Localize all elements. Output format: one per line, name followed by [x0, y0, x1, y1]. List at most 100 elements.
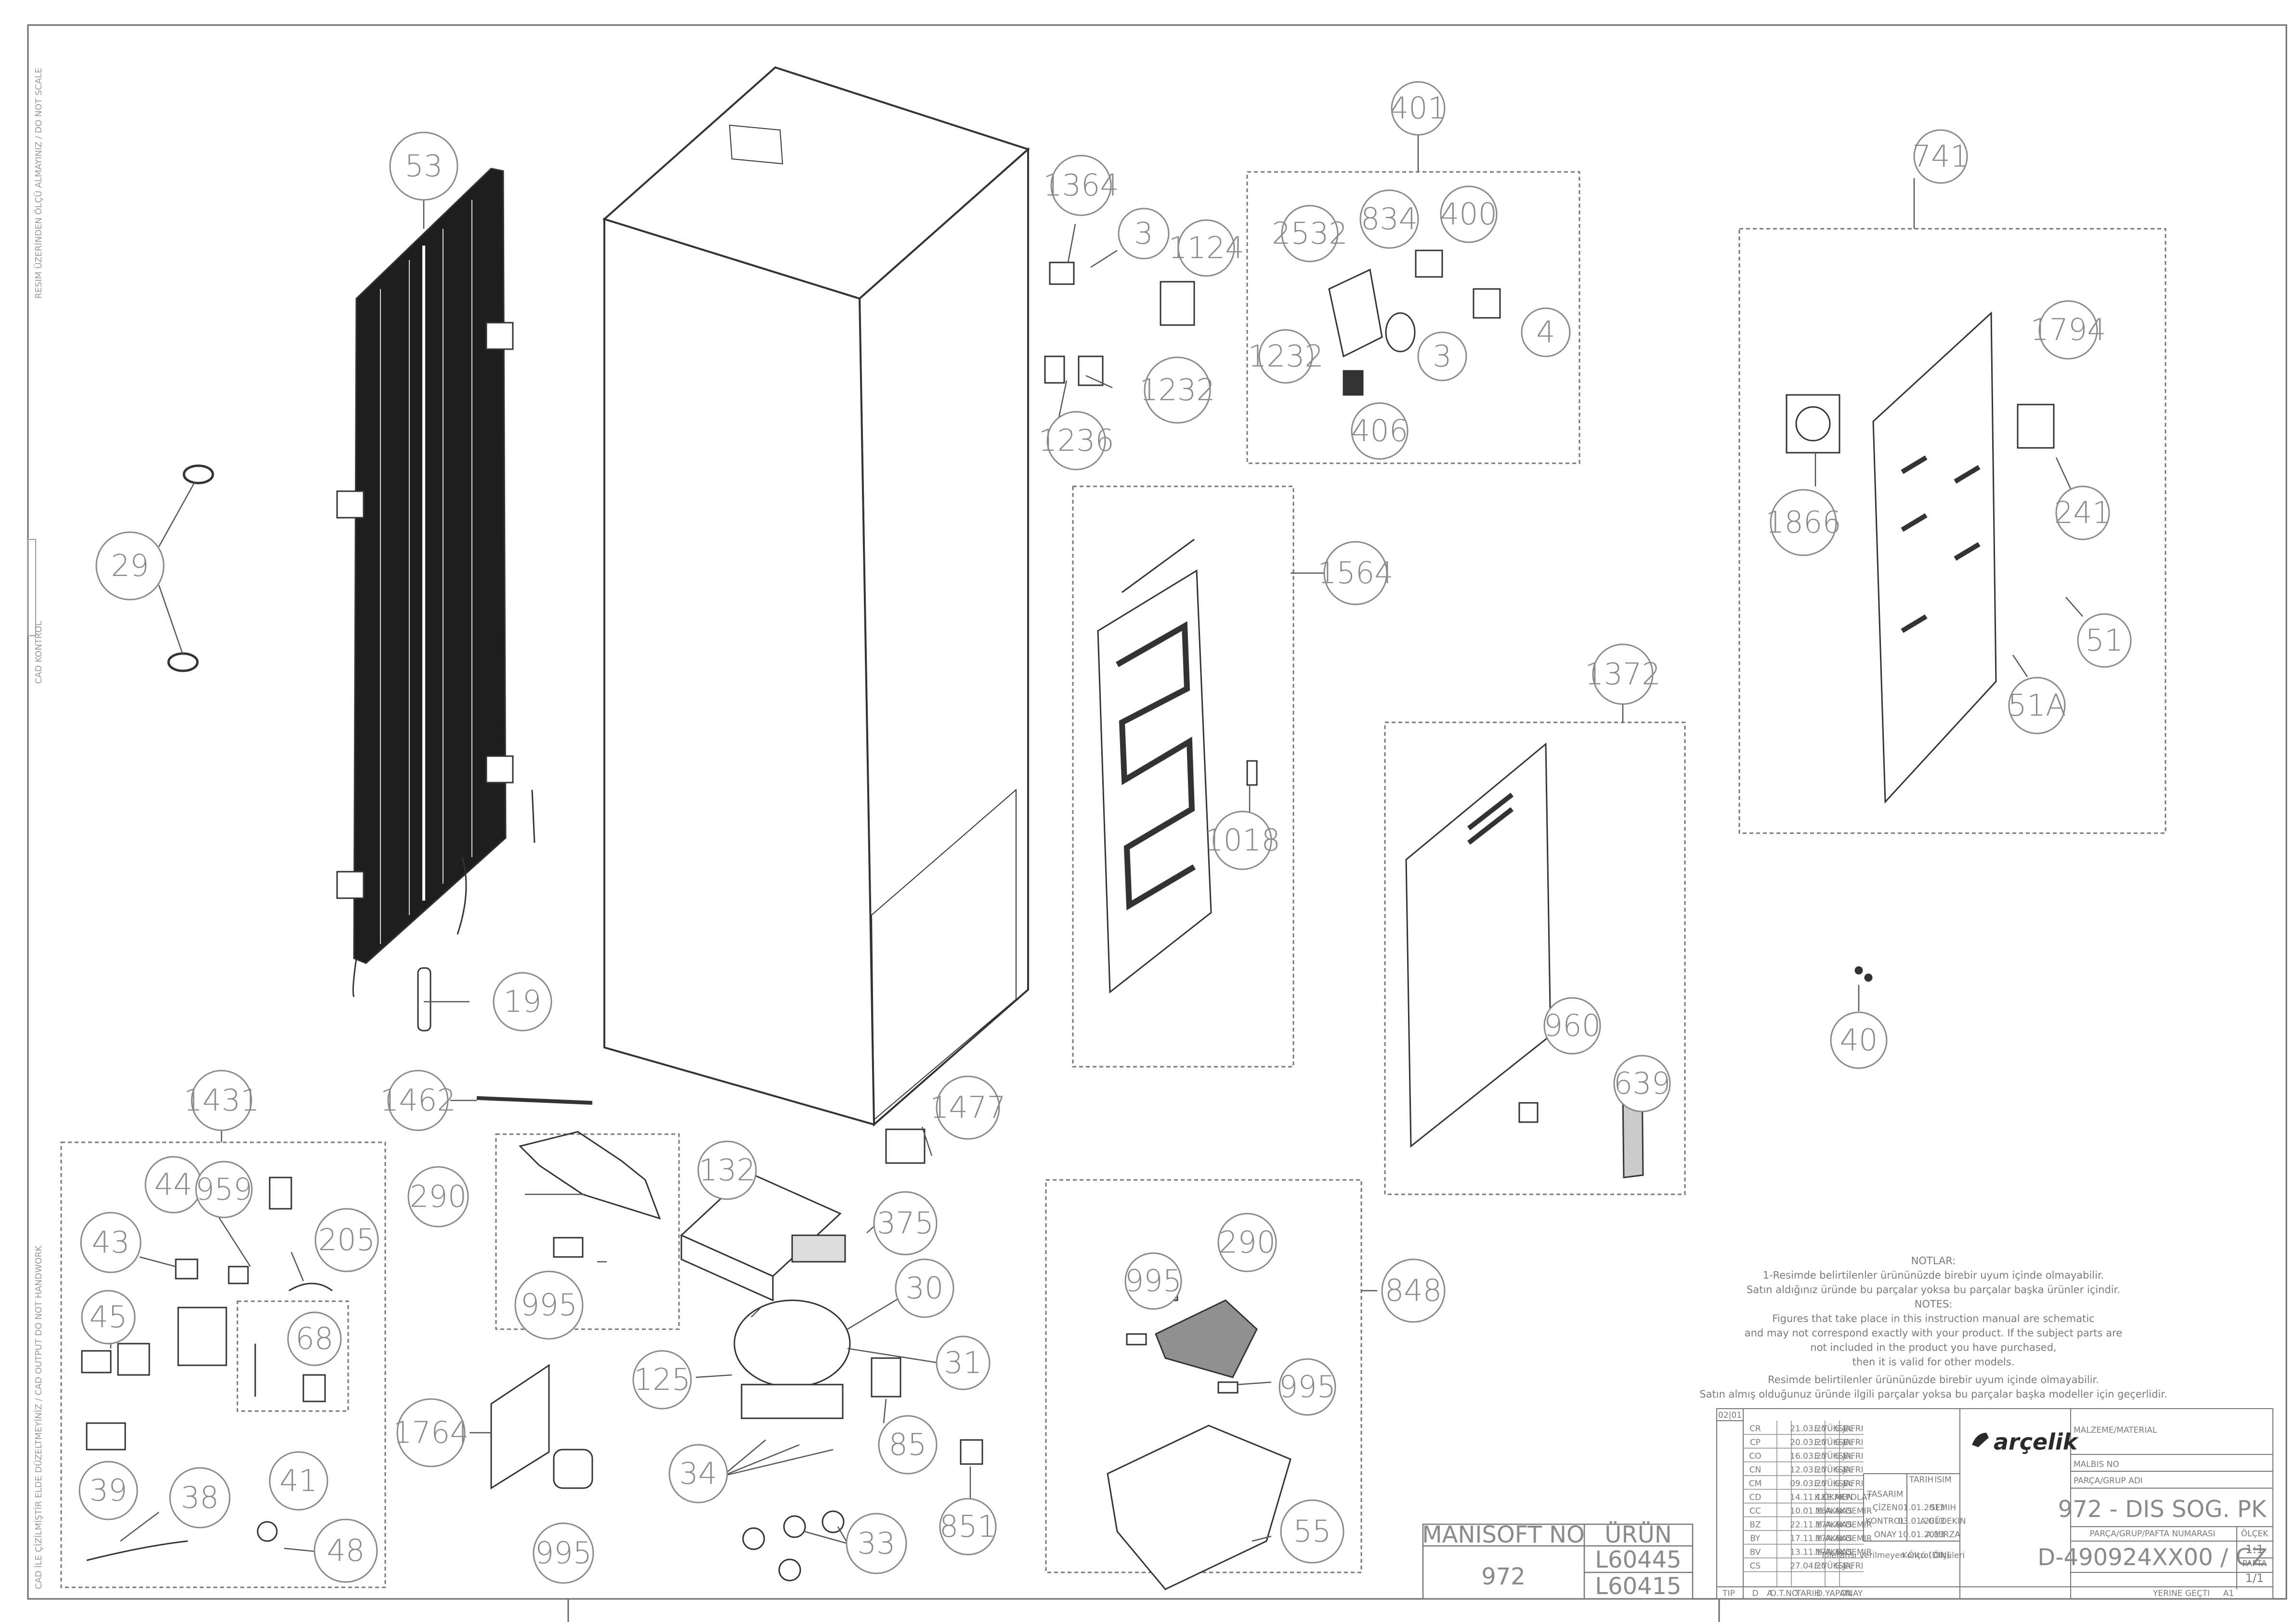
approval-name: A.GÜDEKIN [1920, 1516, 1966, 1526]
callout-circle [936, 1335, 991, 1390]
callout-label: 241 [2054, 495, 2111, 530]
side-note-bottom: CAD İLE ÇİZİLMİŞTİR ELDE DÜZELTMEYİNİZ /… [33, 1245, 44, 1589]
callout-circle [1050, 155, 1112, 216]
revision-by: E.YÜKSEL [1814, 1451, 1853, 1461]
callout-1431: 1431 [183, 1070, 260, 1131]
callout-1764: 1764 [393, 1398, 469, 1467]
revision-rev: CR [1749, 1424, 1761, 1434]
callout-label: 29 [111, 548, 149, 583]
callout-label: 85 [889, 1427, 927, 1462]
callout-circle [95, 531, 165, 601]
callout-label: 959 [196, 1172, 252, 1207]
callout-848: 848 [1381, 1258, 1446, 1323]
callout-132: 132 [697, 1140, 757, 1200]
approval-table: TARIH ISIM [1909, 1475, 1952, 1485]
revision-by: E.YÜKSEL [1814, 1465, 1853, 1475]
footer-col: ONAY [1840, 1589, 1863, 1598]
approval-role: TASARIM [1867, 1490, 1904, 1499]
heater-group-848 [1107, 1290, 1292, 1590]
revision-ok: E.AKPOLAT [1826, 1493, 1872, 1503]
manisoft-value: 972 [1481, 1563, 1526, 1590]
callout-circle [1381, 1258, 1446, 1323]
callout-circle [191, 1070, 252, 1131]
callout-circle [1144, 356, 1211, 424]
callout-label: 406 [1351, 413, 1408, 448]
callout-circle [1213, 811, 1272, 870]
material-label: MALZEME/MATERIAL [2074, 1426, 2157, 1435]
approval-date-header: TARIH [1909, 1475, 1933, 1485]
revision-ok: A.AKDEMIR [1826, 1534, 1872, 1544]
callout-125: 125 [632, 1350, 692, 1410]
callout-label: 1232 [1139, 372, 1215, 407]
callout-label: 1564 [1318, 555, 1394, 590]
callout-85: 85 [878, 1415, 938, 1475]
callout-2532: 2532 [1272, 205, 1348, 262]
callout-label: 1462 [380, 1083, 456, 1118]
revision-ok: S.JAFRI [1835, 1561, 1863, 1571]
revision-ok: A.AKDEMIR [1826, 1548, 1872, 1557]
notes-line-1: 1-Resimde belirtilenler ürününüzde bireb… [1763, 1269, 2104, 1281]
callout-circle [846, 1513, 907, 1574]
callout-1364: 1364 [1043, 155, 1119, 216]
callout-995: 995 [1124, 1252, 1182, 1310]
callout-circle [939, 1498, 997, 1556]
revision-rev: CS [1750, 1561, 1761, 1571]
callout-label: 1364 [1043, 168, 1119, 203]
callout-circle [493, 972, 552, 1032]
callout-29: 29 [95, 531, 165, 601]
revision-date: 27.04.20 [1790, 1561, 1826, 1571]
callout-1018: 1018 [1204, 811, 1280, 870]
callout-label: 2532 [1272, 216, 1348, 251]
manisoft-table [1422, 1523, 1694, 1600]
callout-circle [269, 1451, 328, 1511]
revision-ok: A.AKDEMIR [1826, 1506, 1872, 1516]
callout-label: 38 [181, 1480, 219, 1515]
refrigerator-cabinet [602, 66, 1030, 1127]
callout-circle [81, 1290, 136, 1345]
callout-circle [1592, 643, 1654, 705]
callout-label: 53 [405, 148, 443, 183]
revision-ok: S.JAFRI [1835, 1452, 1863, 1461]
callout-401: 401 [1390, 81, 1447, 136]
callout-circle [1613, 1055, 1671, 1112]
approval-date: 01.01.2013 [1898, 1503, 1944, 1513]
callout-1866: 1866 [1765, 489, 1841, 556]
callout-label: 1236 [1038, 423, 1114, 458]
revision-by: M.AKBAS [1815, 1534, 1852, 1544]
callout-44: 44 [144, 1156, 202, 1214]
callout-label: 995 [1279, 1369, 1336, 1404]
callout-circle [668, 1444, 728, 1504]
lamp-cover-parts [1044, 249, 1501, 396]
drawing-frame [27, 24, 2287, 1600]
notes-line-8: Satın almış olduğunuz üründe ilgili parç… [1699, 1388, 2167, 1400]
callout-circle [514, 1270, 584, 1340]
tolerance-label: Toleransı Verilmeyen Ölçü (DIN) [1820, 1550, 1950, 1560]
callout-circle [2038, 300, 2098, 360]
callout-995: 995 [533, 1522, 594, 1584]
revision-date: 16.03.20 [1790, 1452, 1826, 1461]
revision-ok: S.JAFRI [1835, 1424, 1863, 1434]
brand-logo: arçelik [1972, 1429, 2079, 1455]
callout-label: 31 [944, 1345, 982, 1380]
callout-label: 834 [1361, 201, 1418, 236]
footer-col: D.T.NO [1770, 1589, 1798, 1598]
callout-circle [2077, 613, 2132, 668]
revision-ok: S.JAFRI [1835, 1438, 1863, 1448]
callout-48: 48 [313, 1518, 378, 1583]
footer-col: TIP [1722, 1589, 1735, 1598]
callout-label: 400 [1440, 196, 1497, 232]
callout-label: 851 [939, 1509, 996, 1544]
notes-title: NOTLAR: [1911, 1255, 1956, 1267]
callout-label: 1866 [1765, 505, 1841, 540]
footer-col: A [1767, 1589, 1773, 1598]
notes-block: NOTLAR: 1-Resimde belirtilenler ürününüz… [1699, 1255, 2167, 1400]
notes-line-2: Satın aldığınız üründe bu parçalar yoksa… [1747, 1284, 2120, 1295]
callout-circle [1521, 307, 1571, 357]
callout-circle [632, 1350, 692, 1410]
callout-label: 51 [2086, 623, 2124, 658]
callout-label: 51A [2008, 688, 2066, 723]
callout-51A: 51A [2008, 677, 2066, 734]
callout-label: 48 [327, 1533, 365, 1568]
